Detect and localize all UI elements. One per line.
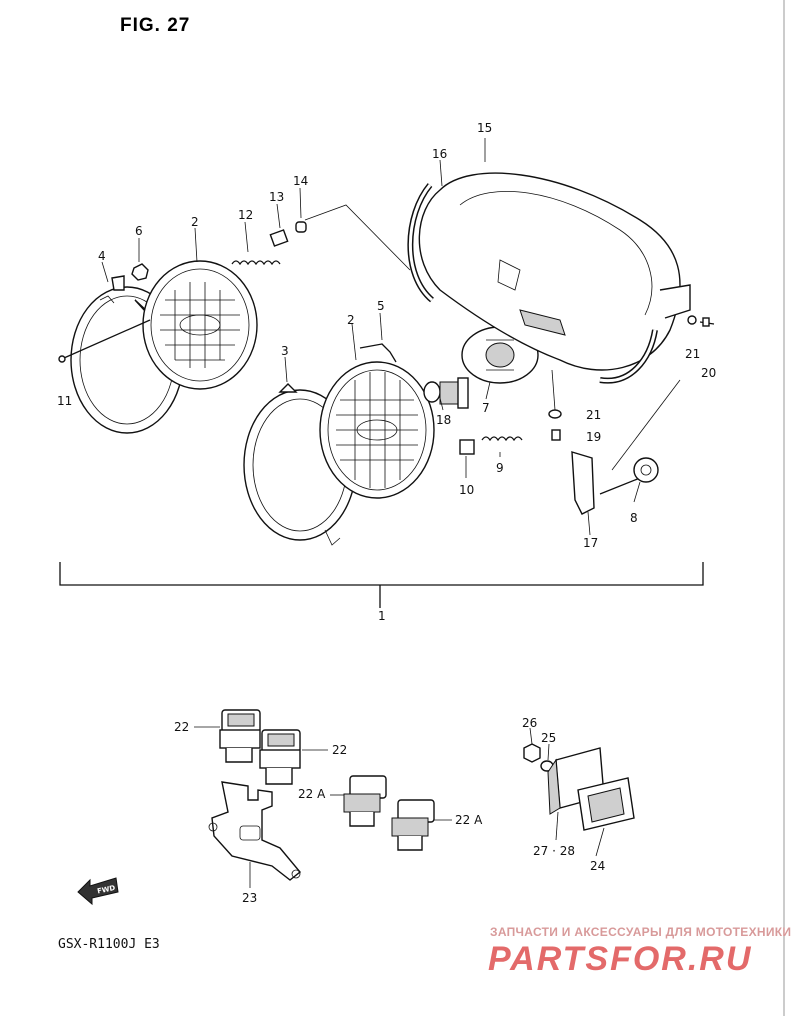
model-code: GSX-R1100J E3 [58, 937, 160, 952]
part-label-27-28: 27 · 28 [533, 844, 575, 858]
forward-arrow-icon: FWD [77, 877, 119, 906]
part-label-15: 15 [477, 121, 492, 135]
relay-22a-a [343, 775, 387, 827]
relay-22-a [219, 709, 261, 763]
part-label-10: 10 [459, 483, 474, 497]
adjuster-10 [459, 439, 475, 455]
part-label-9: 9 [496, 461, 504, 475]
bolt-19 [551, 429, 561, 441]
part-label-21b: 21 [586, 408, 601, 422]
rubber-seal-16 [407, 183, 658, 384]
part-label-22b: 22 [332, 743, 347, 757]
part-label-20: 20 [701, 366, 716, 380]
part-label-7: 7 [482, 401, 490, 415]
part-label-13: 13 [269, 190, 284, 204]
adjuster-13 [269, 229, 289, 247]
part-label-14: 14 [293, 174, 308, 188]
washer-21-lower [548, 409, 562, 419]
bolt-20 [687, 315, 715, 327]
reflector-24 [577, 777, 635, 831]
part-label-24: 24 [590, 859, 605, 873]
wire-spring-5 [359, 343, 397, 363]
cap-14 [295, 221, 307, 233]
part-label-2a: 2 [191, 215, 199, 229]
part-label-23: 23 [242, 891, 257, 905]
part-label-12: 12 [238, 208, 253, 222]
figure-title: FIG. 27 [120, 15, 190, 36]
part-label-21a: 21 [685, 347, 700, 361]
part-label-6: 6 [135, 224, 143, 238]
part-label-22a: 22 [174, 720, 189, 734]
bracket-17 [571, 451, 595, 515]
part-label-18: 18 [436, 413, 451, 427]
part-label-2b: 2 [347, 313, 355, 327]
center-headlight-lens [319, 361, 435, 499]
part-label-3: 3 [281, 344, 289, 358]
part-label-26: 26 [522, 716, 537, 730]
spring-12 [231, 260, 281, 266]
part-label-4: 4 [98, 249, 106, 263]
left-headlight-lens [142, 260, 258, 390]
relay-leaders [194, 726, 452, 888]
part-label-11: 11 [57, 394, 72, 408]
part-label-19: 19 [586, 430, 601, 444]
part-label-22c: 22 A [298, 787, 326, 801]
part-label-5: 5 [377, 299, 385, 313]
clip-4 [111, 275, 125, 291]
part-label-25: 25 [541, 731, 556, 745]
nut-26 [523, 743, 541, 763]
nut-6 [131, 263, 149, 281]
bulb-18 [423, 377, 469, 409]
adjust-screw-8 [599, 457, 659, 495]
part-label-16: 16 [432, 147, 447, 161]
screw-11 [58, 319, 151, 363]
relay-22a-b [391, 799, 435, 851]
leader-lines [59, 138, 704, 608]
relay-22-b [259, 729, 301, 785]
fwd-label: FWD [96, 884, 116, 896]
part-label-1: 1 [378, 609, 386, 623]
part-label-8: 8 [630, 511, 638, 525]
watermark-tagline: ЗАПЧАСТИ И АКСЕССУАРЫ ДЛЯ МОТОТЕХНИКИ [490, 925, 791, 939]
watermark-brand: PARTSFOR.RU [488, 940, 752, 978]
part-label-17: 17 [583, 536, 598, 550]
reflector-leaders [529, 727, 605, 857]
relay-bracket-23 [208, 781, 301, 881]
spring-9 [481, 436, 523, 442]
part-label-22d: 22 A [455, 813, 483, 827]
headlight-housing-15 [418, 172, 691, 371]
